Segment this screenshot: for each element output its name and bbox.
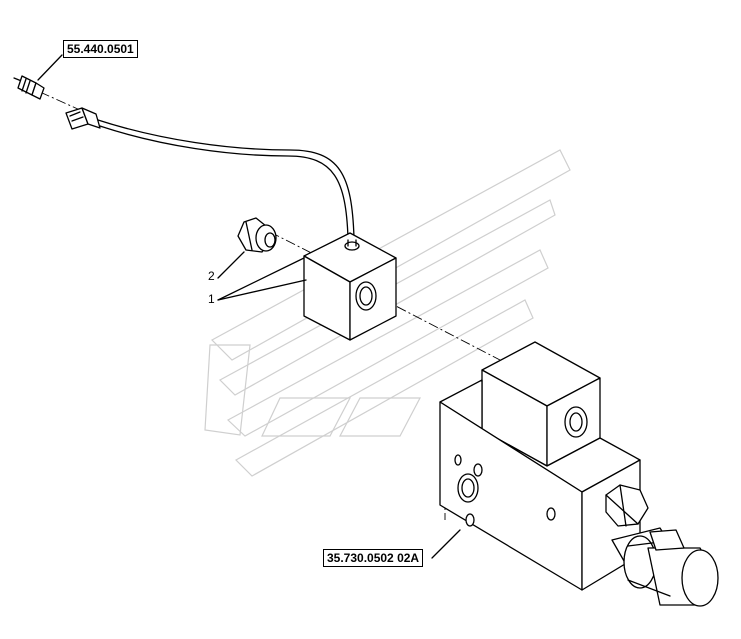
axis-connector	[39, 91, 81, 111]
harness-plug-left	[13, 75, 45, 100]
leader-item-1a	[217, 279, 307, 301]
leader-top-ref	[37, 54, 63, 81]
callout-item-2: 2	[208, 269, 215, 283]
valve-hex-plug	[605, 484, 649, 527]
axis-plug	[269, 231, 346, 271]
solenoid-cartridge	[611, 527, 719, 607]
sensor-cable	[97, 119, 355, 239]
sensor-block	[303, 232, 397, 341]
ref-label-top[interactable]: 55.440.0501	[63, 40, 138, 58]
cable-connector	[65, 107, 101, 130]
leader-item-1b	[217, 257, 305, 301]
leader-bottom-ref	[431, 529, 461, 559]
valve-upper-block	[481, 341, 601, 467]
callout-item-1: 1	[208, 292, 215, 306]
ref-label-bottom[interactable]: 35.730.0502 02A	[323, 549, 424, 567]
watermark-logo	[204, 149, 571, 477]
leader-item-2	[217, 251, 245, 279]
plug-nut	[237, 217, 277, 253]
